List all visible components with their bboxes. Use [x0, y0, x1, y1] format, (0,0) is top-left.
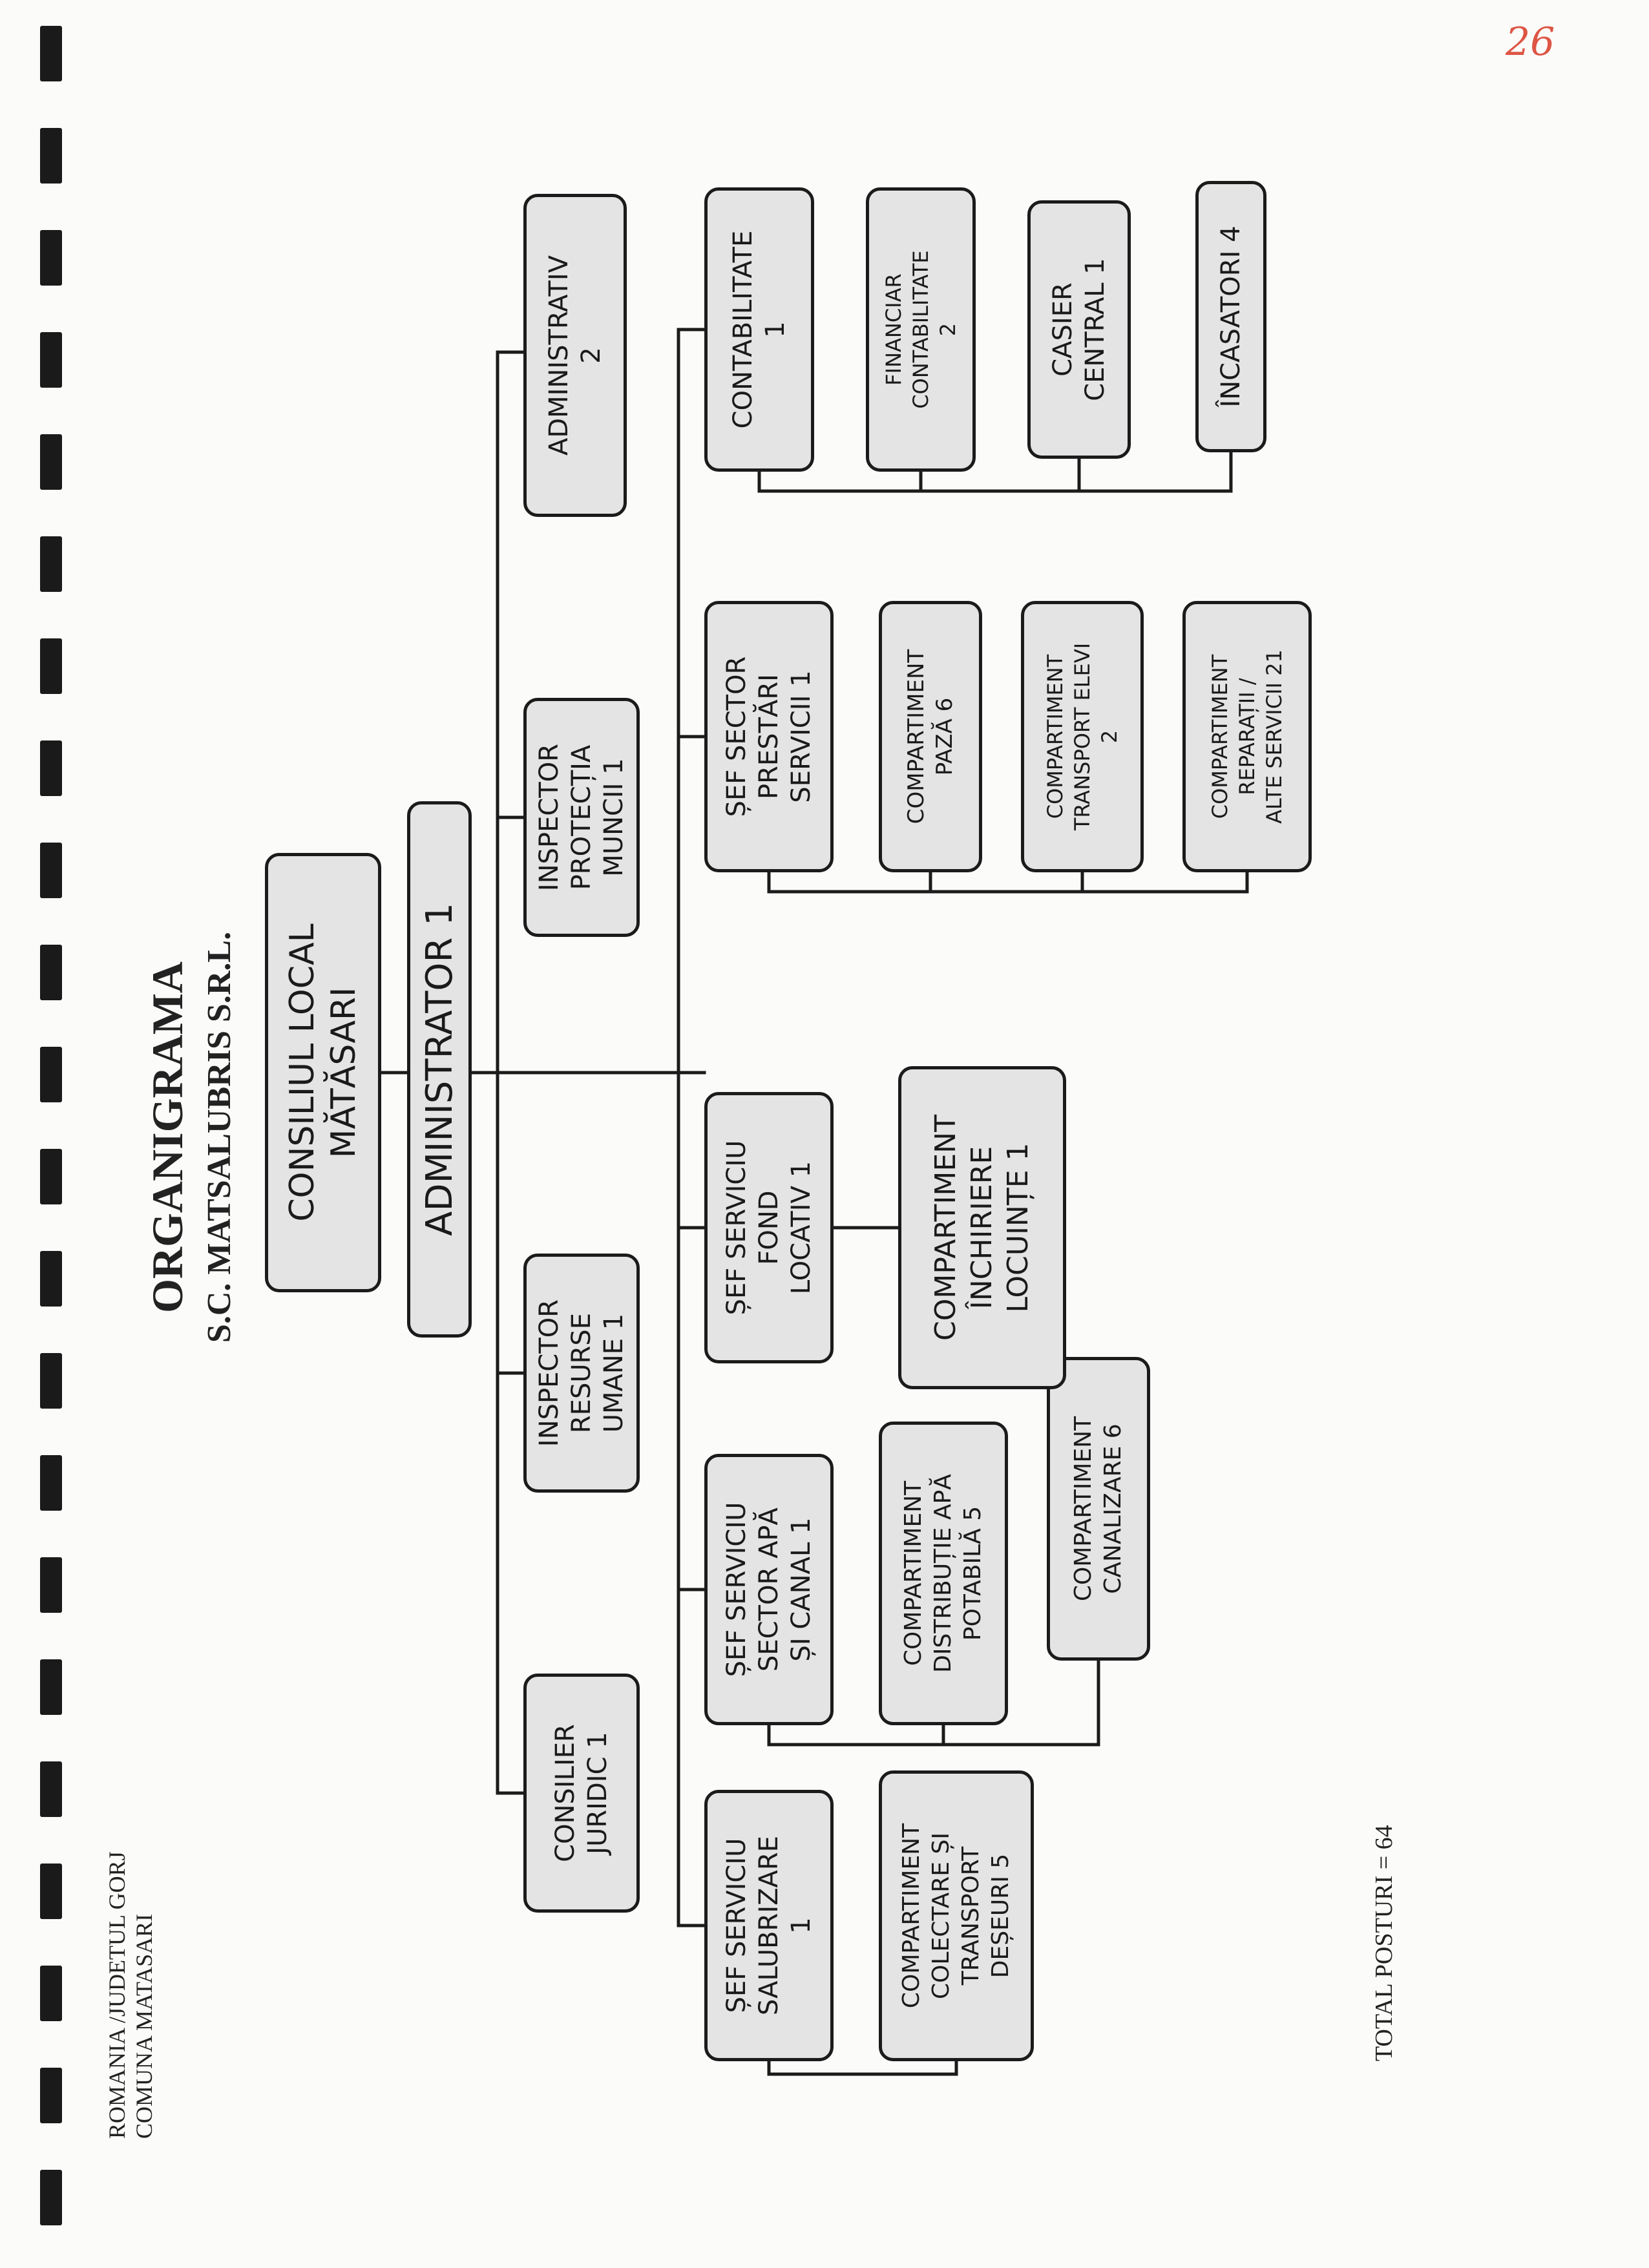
node-compartiment-paza: COMPARTIMENT PAZĂ 6	[879, 601, 982, 872]
chart-subtitle: S.C. MATSALUBRIS S.R.L.	[201, 931, 238, 1343]
binding-hole	[40, 1455, 62, 1511]
binding-hole	[40, 1761, 62, 1817]
node-sef-serviciu-salubrizare: ȘEF SERVICIU SALUBRIZARE 1	[704, 1790, 834, 2061]
node-compartiment-reparatii: COMPARTIMENT REPARAȚII / ALTE SERVICII 2…	[1182, 601, 1312, 872]
binding-hole	[40, 843, 62, 898]
total-posturi: TOTAL POSTURI = 64	[1371, 1825, 1398, 2061]
page-number: 26	[1506, 19, 1555, 65]
node-inspector-protectia-muncii: INSPECTOR PROTECȚIA MUNCII 1	[523, 698, 640, 937]
node-sef-sector-prestari: ȘEF SECTOR PRESTĂRI SERVICII 1	[704, 601, 834, 872]
binding-hole	[40, 1149, 62, 1204]
header-line-2: COMUNA MATASARI	[131, 1913, 157, 2139]
node-incasatori: ÎNCASATORI 4	[1195, 181, 1266, 452]
node-casier-central: CASIER CENTRAL 1	[1027, 200, 1131, 459]
node-compartiment-transport-elevi: COMPARTIMENT TRANSPORT ELEVI 2	[1021, 601, 1144, 872]
node-consilier-juridic: CONSILIER JURIDIC 1	[523, 1674, 640, 1913]
binding-hole	[40, 332, 62, 388]
binding-hole	[40, 434, 62, 490]
node-compartiment-canalizare: COMPARTIMENT CANALIZARE 6	[1047, 1357, 1150, 1661]
binding-hole	[40, 1966, 62, 2021]
node-consiliu-local: CONSILIUL LOCAL MĂTĂSARI	[265, 853, 381, 1292]
node-inspector-resurse-umane: INSPECTOR RESURSE UMANE 1	[523, 1254, 640, 1493]
binding-hole	[40, 1557, 62, 1613]
binding-hole	[40, 26, 62, 81]
node-compartiment-colectare: COMPARTIMENT COLECTARE ȘI TRANSPORT DEȘE…	[879, 1770, 1034, 2061]
node-financiar-contabilitate: FINANCIAR CONTABILITATE 2	[866, 187, 976, 472]
binding-hole	[40, 1251, 62, 1307]
binding-hole	[40, 638, 62, 694]
node-sef-serviciu-apa-canal: ȘEF SERVICIU SECTOR APĂ ȘI CANAL 1	[704, 1454, 834, 1725]
node-contabilitate: CONTABILITATE 1	[704, 187, 814, 472]
node-sef-serviciu-fond-locativ: ȘEF SERVICIU FOND LOCATIV 1	[704, 1092, 834, 1363]
binding-hole	[40, 536, 62, 592]
binding-hole	[40, 230, 62, 286]
node-administrativ: ADMINISTRATIV 2	[523, 194, 627, 517]
binding-hole	[40, 1353, 62, 1409]
binding-hole	[40, 945, 62, 1000]
binding-hole	[40, 128, 62, 184]
binding-hole	[40, 2068, 62, 2123]
org-chart-sheet: ROMANIA /JUDETUL GORJ COMUNA MATASARI OR…	[103, 123, 1577, 2165]
chart-title: ORGANIGRAMA	[143, 961, 192, 1313]
binding-hole	[40, 1047, 62, 1102]
binding-hole	[40, 2170, 62, 2225]
node-compartiment-inchiriere: COMPARTIMENT ÎNCHIRIERE LOCUINȚE 1	[898, 1066, 1066, 1389]
header-line-1: ROMANIA /JUDETUL GORJ	[104, 1851, 130, 2139]
node-compartiment-distributie-apa: COMPARTIMENT DISTRIBUȚIE APĂ POTABILĂ 5	[879, 1422, 1008, 1725]
binding-hole	[40, 740, 62, 796]
node-administrator: ADMINISTRATOR 1	[407, 801, 472, 1338]
connector-lines	[379, 328, 1249, 2076]
binding-holes	[40, 0, 66, 2268]
binding-hole	[40, 1659, 62, 1715]
binding-hole	[40, 1864, 62, 1919]
